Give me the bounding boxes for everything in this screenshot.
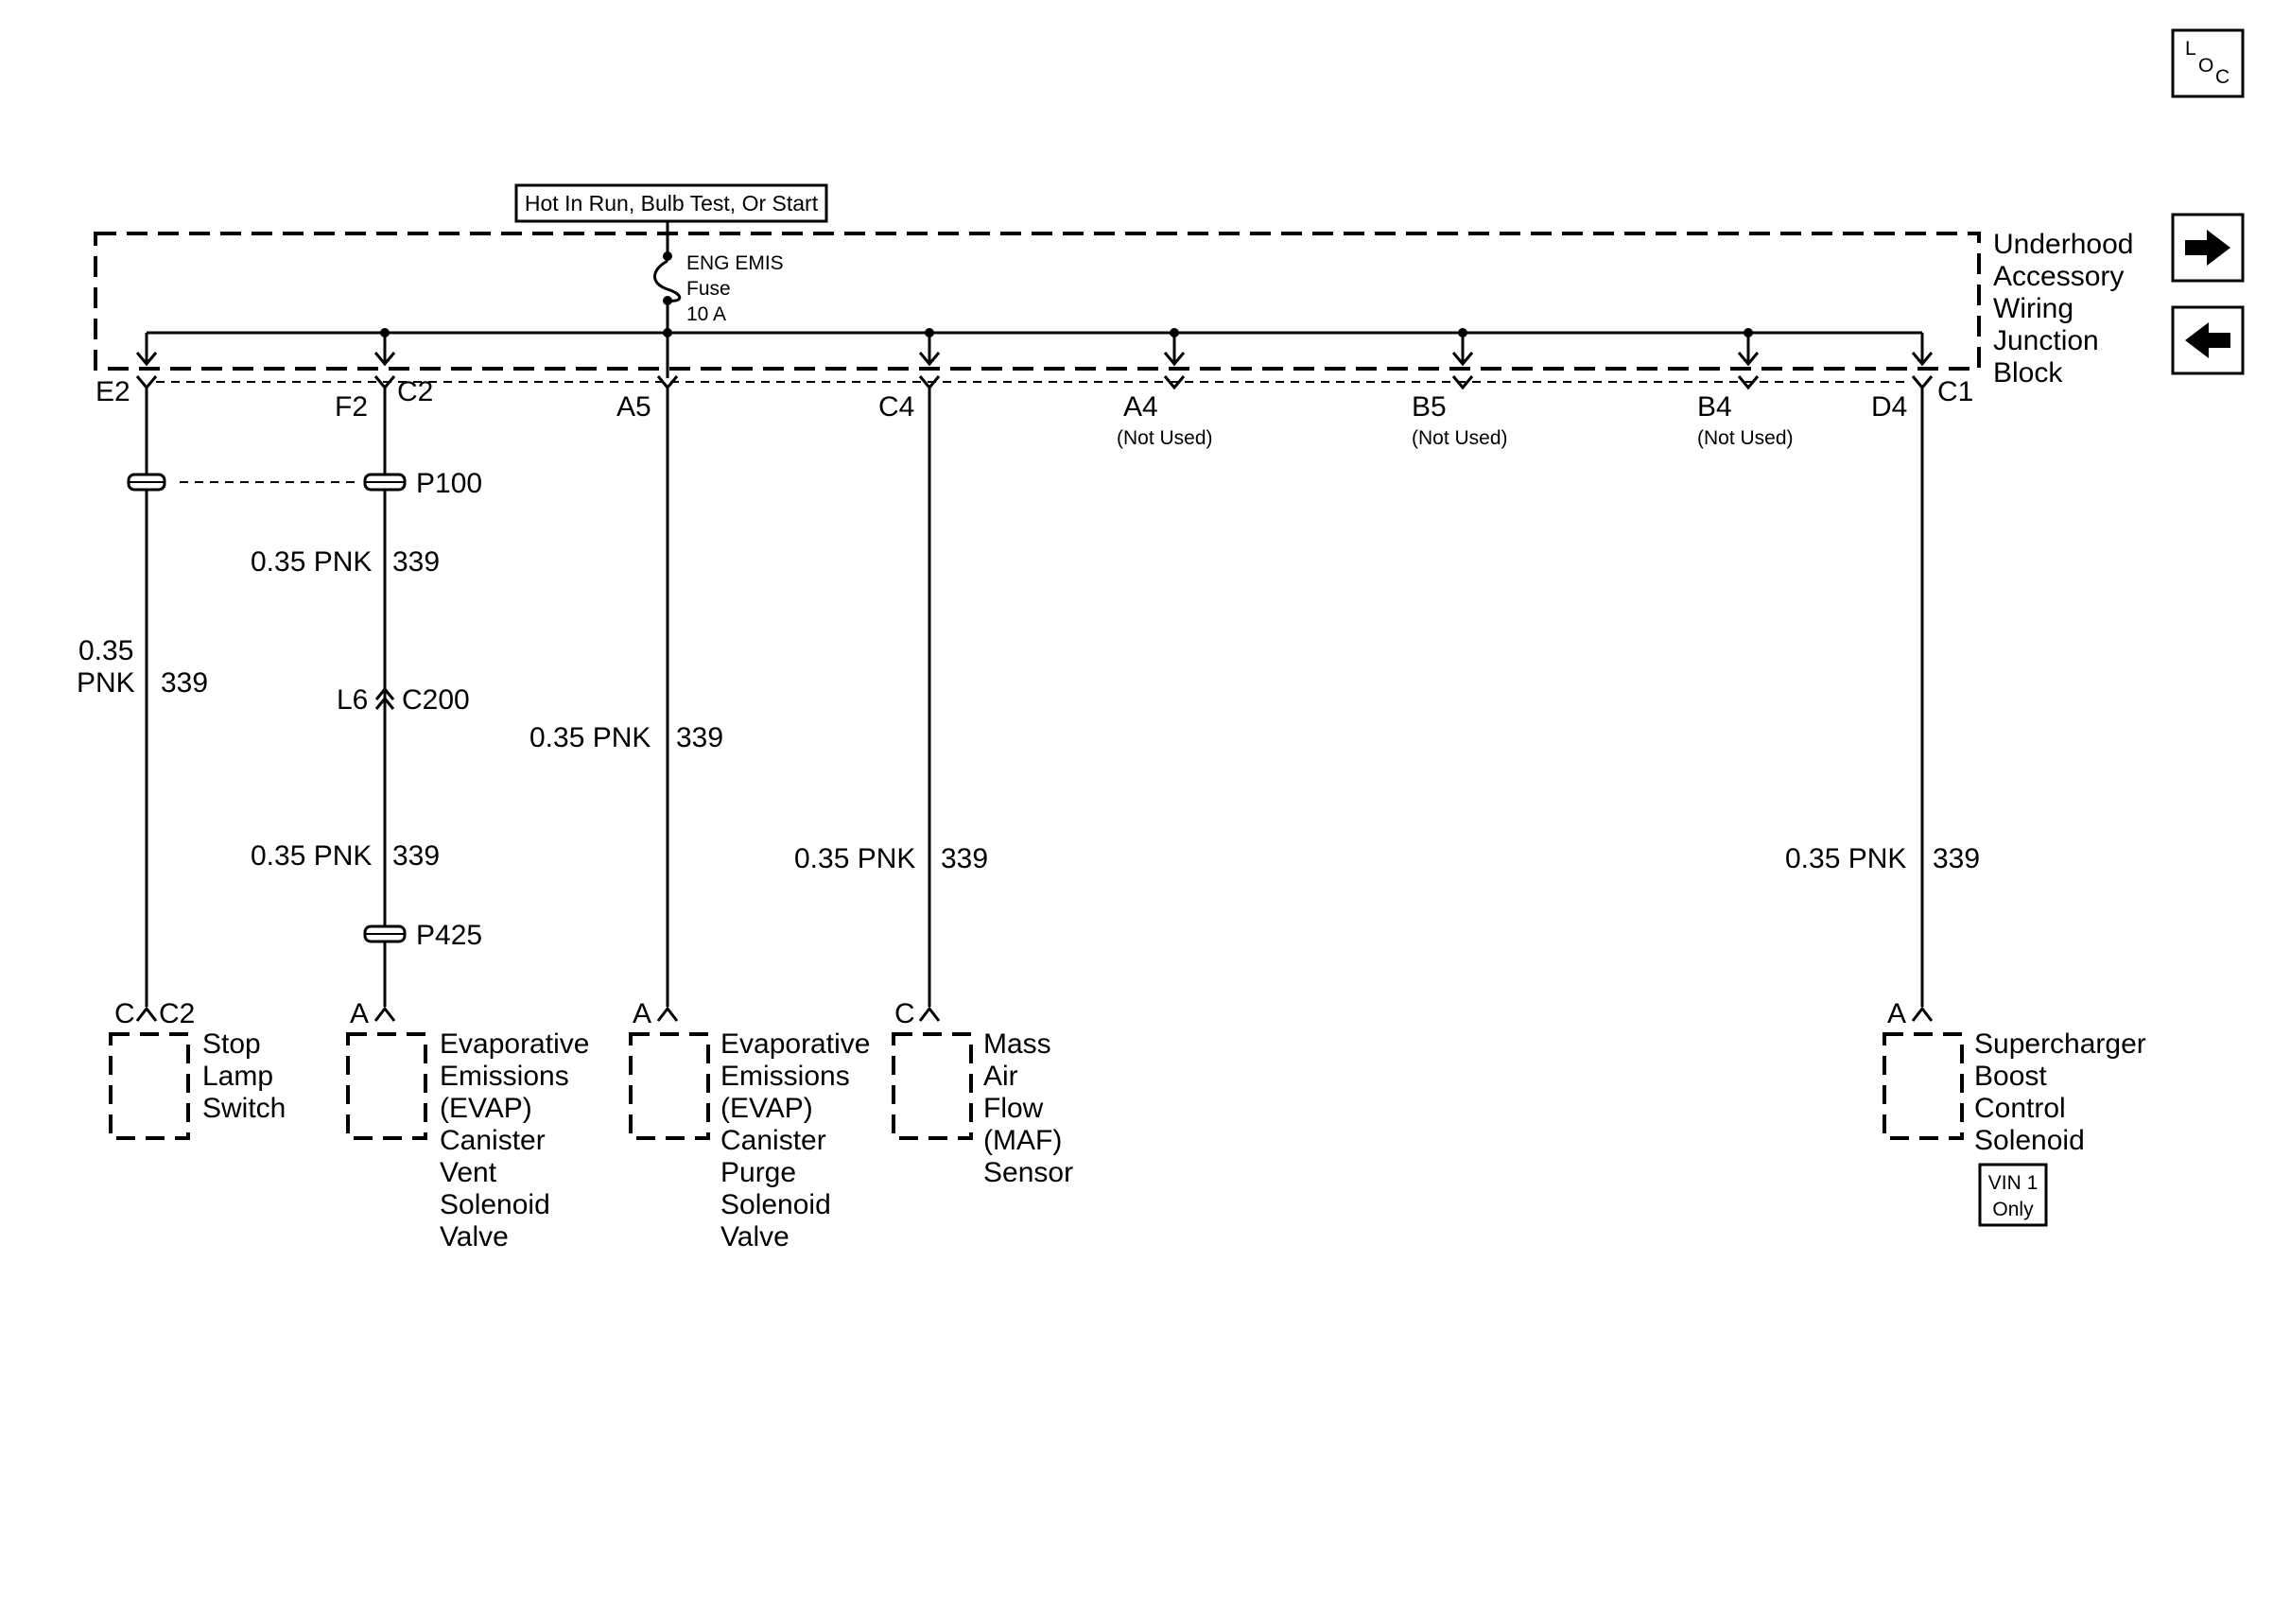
- junction-block-name: Underhood Accessory Wiring Junction Bloc…: [1993, 229, 2142, 389]
- terminal-drops: [135, 333, 1934, 378]
- maf-sensor-component[interactable]: [892, 1032, 973, 1140]
- terminal-c4: C4: [878, 391, 914, 423]
- maf-sensor-name: Mass Air Flow (MAF) Sensor: [983, 1028, 1073, 1188]
- terminal-e2: E2: [95, 376, 130, 407]
- inline-connector-name: C200: [402, 684, 470, 716]
- inline-connector-c200[interactable]: [374, 686, 395, 710]
- splice-pack: [127, 473, 166, 492]
- vin-note-line-2: Only: [1992, 1199, 2034, 1220]
- wire-stop-lamp-circuit: 339: [161, 667, 208, 699]
- terminal-a4: A4: [1123, 391, 1158, 423]
- splice-pack-p425: [363, 924, 407, 943]
- stop-lamp-pin-chevron: [135, 1006, 158, 1022]
- wire-evap-vent-upper-size: 0.35 PNK: [251, 546, 372, 578]
- terminal-b5-not-used: (Not Used): [1412, 427, 1508, 449]
- splice-p100-label: P100: [416, 468, 482, 499]
- terminal-a5: A5: [616, 391, 651, 423]
- evap-vent-pin-chevron: [373, 1006, 396, 1022]
- wire-evap-purge-size: 0.35 PNK: [529, 722, 651, 753]
- fuse-symbol: [653, 259, 682, 302]
- location-icon-letter-l: L: [2185, 38, 2196, 60]
- location-icon[interactable]: L O C: [2171, 28, 2245, 98]
- wire-stop-lamp-size: 0.35: [78, 635, 133, 666]
- supercharger-solenoid-name: Supercharger Boost Control Solenoid: [1974, 1028, 2154, 1156]
- terminal-b5: B5: [1412, 391, 1447, 423]
- connector-c2: C2: [397, 376, 433, 407]
- wire-evap-purge-circuit: 339: [676, 722, 723, 753]
- stop-lamp-pin: C: [114, 998, 135, 1029]
- maf-pin-chevron: [918, 1006, 941, 1022]
- stop-lamp-switch-component[interactable]: [109, 1032, 190, 1140]
- power-source-text: Hot In Run, Bulb Test, Or Start: [525, 191, 819, 216]
- evap-purge-solenoid-component[interactable]: [629, 1032, 710, 1140]
- supercharger-solenoid-component[interactable]: [1883, 1032, 1964, 1140]
- vin-note-badge: VIN 1 Only: [1978, 1163, 2048, 1227]
- wire-evap-vent-lower-size: 0.35 PNK: [251, 840, 372, 872]
- terminal-a4-not-used: (Not Used): [1117, 427, 1213, 449]
- supercharger-pin: A: [1887, 998, 1906, 1029]
- previous-page-button[interactable]: [2171, 305, 2245, 375]
- evap-purge-pin: A: [633, 998, 651, 1029]
- wire-supercharger-circuit: 339: [1933, 843, 1980, 874]
- splice-p425-label: P425: [416, 920, 482, 951]
- eng-emis-fuse[interactable]: [653, 221, 682, 333]
- terminal-f2: F2: [335, 391, 368, 423]
- terminal-b4-not-used: (Not Used): [1697, 427, 1794, 449]
- next-page-button[interactable]: [2171, 213, 2245, 283]
- wire-maf-circuit: 339: [941, 843, 988, 874]
- evap-vent-solenoid-name: Evaporative Emissions (EVAP) Canister Ve…: [440, 1028, 598, 1253]
- terminal-d4: D4: [1871, 391, 1907, 423]
- location-icon-letter-o: O: [2198, 55, 2213, 77]
- wire-evap-vent-upper-circuit: 339: [392, 546, 440, 578]
- wire-supercharger-size: 0.35 PNK: [1785, 843, 1906, 874]
- location-icon-letter-c: C: [2215, 66, 2230, 88]
- evap-vent-pin: A: [350, 998, 369, 1029]
- vin-note-line-1: VIN 1: [1988, 1172, 2039, 1194]
- terminal-b4: B4: [1697, 391, 1732, 423]
- splice-pack-p100: [363, 473, 407, 492]
- wire-stop-lamp-color: PNK: [77, 667, 135, 699]
- wire-evap-vent-lower-circuit: 339: [392, 840, 440, 872]
- maf-pin: C: [894, 998, 915, 1029]
- junction-block-boundary: [94, 232, 1981, 371]
- location-icon-frame: [2171, 28, 2245, 98]
- power-source-label: Hot In Run, Bulb Test, Or Start: [514, 183, 828, 223]
- evap-purge-solenoid-name: Evaporative Emissions (EVAP) Canister Pu…: [720, 1028, 878, 1253]
- fuse-label: ENG EMIS Fuse 10 A: [686, 252, 789, 325]
- wire-maf-size: 0.35 PNK: [794, 843, 915, 874]
- evap-purge-pin-chevron: [656, 1006, 679, 1022]
- stop-lamp-connector: C2: [159, 998, 195, 1029]
- stop-lamp-switch-name: Stop Lamp Switch: [202, 1028, 286, 1124]
- supercharger-pin-chevron: [1911, 1006, 1934, 1022]
- connector-c1: C1: [1937, 376, 1973, 407]
- evap-vent-solenoid-component[interactable]: [346, 1032, 427, 1140]
- inline-connector-pin: L6: [337, 684, 368, 716]
